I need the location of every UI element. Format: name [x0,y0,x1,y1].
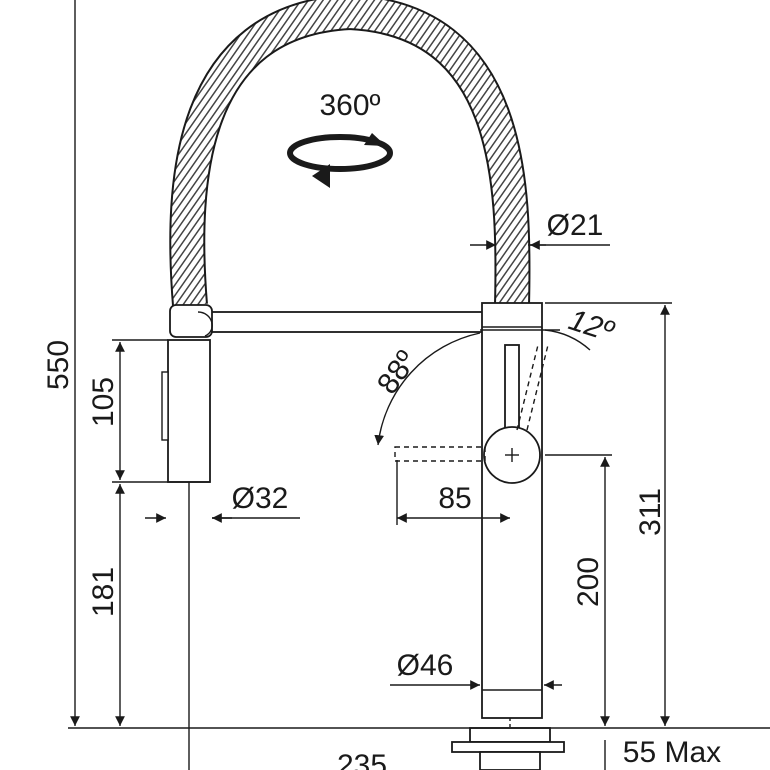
spray-holder-height-label: 181 [87,567,120,617]
base-plate [451,718,565,770]
lever-height-dimension [545,454,612,726]
spray-diameter-label: Ø32 [232,482,289,515]
hose-diameter-label: Ø21 [547,209,604,242]
total-height-label: 550 [42,340,75,390]
rotation-arrow-icon [287,133,393,188]
spray-length-label: 105 [87,377,120,427]
reach-label: 235 [337,749,387,770]
spray-collar [169,304,213,338]
lever-horizontal-ghost [394,446,486,462]
body-height-label: 311 [634,488,667,536]
spray-length-dimension [112,339,210,483]
lever-angle-label: 88º [371,345,423,400]
spray-head [161,339,211,770]
rotation-label: 360º [319,89,380,122]
body-height-dimension [545,302,672,726]
lever-tilted-ghost [516,344,539,431]
deck-thickness-label: 55 Max [623,736,721,769]
collar-detail [197,311,213,337]
lever-handle [483,344,541,484]
lever-offset-dimension [396,460,510,525]
lever-height-label: 200 [572,557,605,607]
tilt-angle-label: 12º [565,303,619,349]
base-diameter-label: Ø46 [397,649,454,682]
spray-arm [189,311,491,333]
lever-offset-label: 85 [438,482,471,515]
spring-hose [169,0,531,307]
lever-angle-arc [374,332,481,446]
